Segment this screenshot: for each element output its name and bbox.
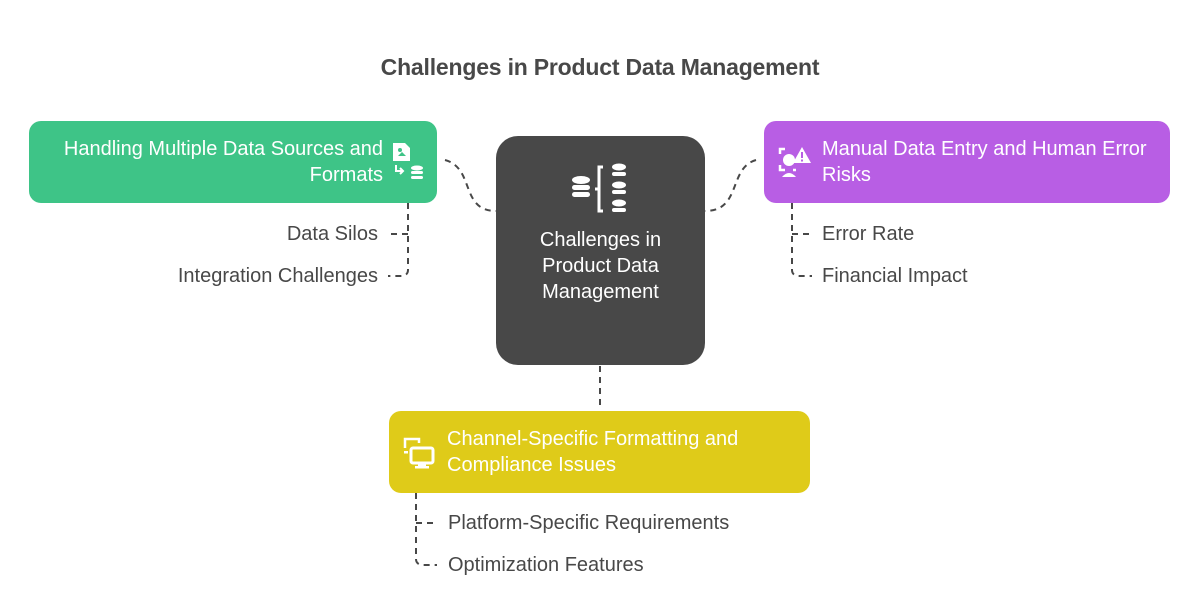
child-data-silos: Data Silos (286, 223, 378, 245)
connector-yellow-children (415, 493, 437, 566)
branch-channel-formatting[interactable]: Channel-Specific Formatting and Complian… (389, 411, 810, 493)
central-topic-label: Challenges in Product Data Management (539, 229, 662, 303)
connector-purple-center (704, 159, 757, 212)
connector-green-center (444, 159, 497, 212)
warning-user-icon (778, 145, 812, 179)
central-topic[interactable]: Challenges in Product Data Management (496, 136, 705, 365)
branch-data-sources-label: Handling Multiple Data Sources and Forma… (63, 138, 383, 186)
child-platform-requirements: Platform-Specific Requirements (448, 512, 730, 534)
database-structure-icon (571, 161, 631, 217)
child-optimization-features: Optimization Features (448, 554, 644, 576)
child-integration-challenges: Integration Challenges (177, 265, 378, 287)
connector-purple-children (791, 203, 812, 277)
multi-screen-icon (401, 434, 437, 470)
child-financial-impact: Financial Impact (822, 265, 968, 287)
branch-data-sources[interactable]: Handling Multiple Data Sources and Forma… (29, 121, 437, 203)
branch-manual-entry-label: Manual Data Entry and Human Error Risks (822, 138, 1147, 186)
child-error-rate: Error Rate (822, 223, 915, 245)
diagram-title: Challenges in Product Data Management (380, 54, 820, 80)
branch-manual-entry[interactable]: Manual Data Entry and Human Error Risks (764, 121, 1170, 203)
file-transfer-database-icon (391, 141, 425, 183)
branch-channel-formatting-label: Channel-Specific Formatting and Complian… (447, 428, 739, 476)
connector-green-children (388, 203, 409, 277)
